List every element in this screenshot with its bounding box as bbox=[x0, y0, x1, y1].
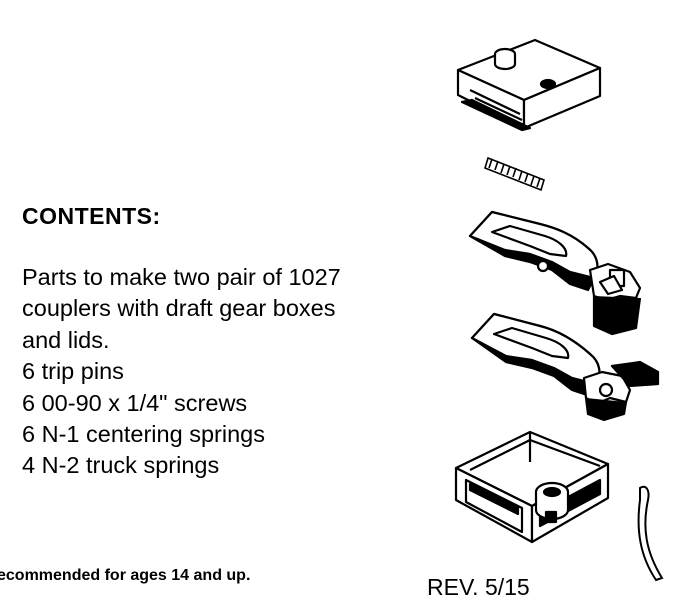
trip-pin-icon bbox=[637, 485, 664, 582]
exploded-parts-illustration bbox=[454, 38, 664, 582]
draft-gear-box-lid bbox=[456, 38, 602, 132]
contents-line: Parts to make two pair of 1027 bbox=[22, 264, 341, 290]
coupler-lower bbox=[470, 312, 660, 422]
coupler-upper bbox=[468, 210, 642, 336]
contents-heading: CONTENTS: bbox=[22, 203, 161, 229]
contents-line: 6 trip pins bbox=[22, 358, 124, 385]
contents-line: 6 00-90 x 1/4" screws bbox=[22, 389, 248, 416]
contents-line: 4 N-2 truck springs bbox=[22, 452, 220, 479]
centering-spring-icon bbox=[484, 156, 545, 192]
contents-line: couplers with draft gear boxes bbox=[22, 295, 336, 322]
draft-gear-box bbox=[454, 430, 610, 544]
contents-line: 6 N-1 centering springs bbox=[22, 421, 265, 448]
age-recommendation: ecommended for ages 14 and up. bbox=[0, 567, 251, 584]
contents-line: and lids. bbox=[22, 326, 110, 353]
contents-list: Parts to make two pair of 1027 couplers … bbox=[22, 262, 432, 482]
revision-label: REV. 5/15 bbox=[427, 574, 530, 600]
